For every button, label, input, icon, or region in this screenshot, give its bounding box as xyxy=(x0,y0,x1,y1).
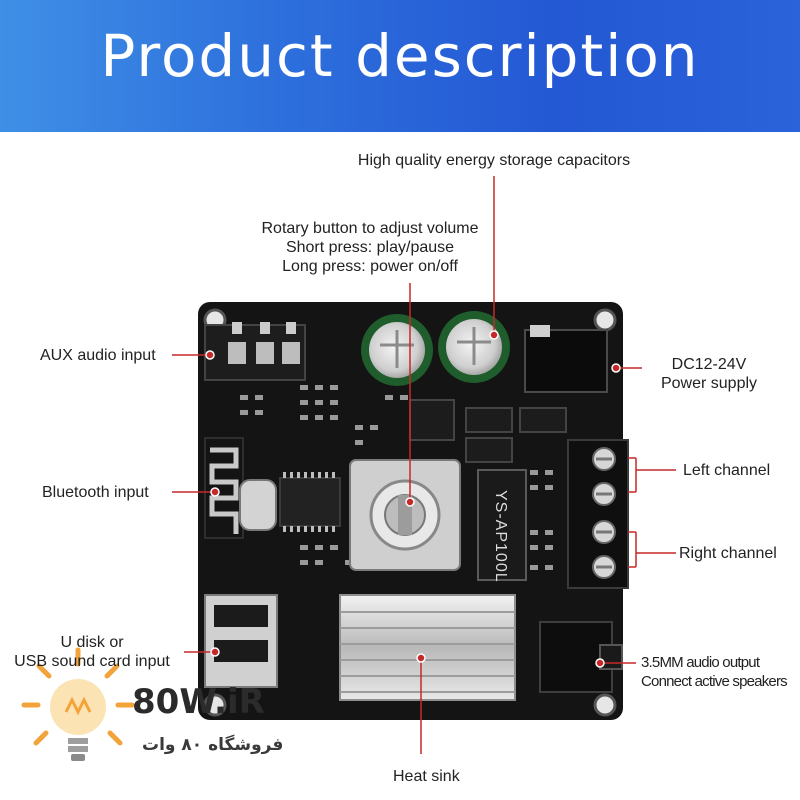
label-rotary-line3: Long press: power on/off xyxy=(282,258,458,275)
capacitor-left xyxy=(361,314,433,386)
speaker-terminals xyxy=(567,439,629,589)
label-udisk-line2: USB sound card input xyxy=(14,653,170,670)
label-usb-input: U disk or USB sound card input xyxy=(6,633,178,671)
label-audio-out-line1: 3.5MM audio output xyxy=(641,654,760,671)
mount-hole-bl xyxy=(203,693,227,717)
label-dc-power: DC12-24V Power supply xyxy=(646,355,772,393)
label-rotary-line2: Short press: play/pause xyxy=(285,239,455,256)
label-aux: AUX audio input xyxy=(40,347,156,364)
heat-sink xyxy=(339,594,516,701)
logo-tagline: فروشگاه ۸۰ وات xyxy=(142,735,284,755)
pointer-lines xyxy=(172,176,676,754)
label-bluetooth: Bluetooth input xyxy=(42,484,149,501)
amplifier-chip xyxy=(477,469,527,581)
mount-hole-br xyxy=(593,693,617,717)
logo-brand: 80W.iR xyxy=(132,682,265,722)
lightbulb-icon xyxy=(21,647,135,761)
label-capacitors: High quality energy storage capacitors xyxy=(357,152,631,169)
label-dc-line1: DC12-24V xyxy=(671,356,747,373)
bluetooth-chip xyxy=(279,477,341,527)
header-banner: Product description xyxy=(0,0,800,132)
label-right-channel: Right channel xyxy=(679,545,777,562)
aux-jack xyxy=(204,324,306,381)
label-rotary-line1: Rotary button to adjust volume xyxy=(261,220,479,237)
label-audio-out-line2: Connect active speakers xyxy=(641,673,788,690)
label-audio-output: 3.5MM audio output Connect active speake… xyxy=(641,653,788,691)
label-left-channel: Left channel xyxy=(683,462,771,479)
bluetooth-antenna xyxy=(209,447,239,534)
chip-marking: YS-AP100L xyxy=(492,490,509,583)
label-udisk-line1: U disk or xyxy=(60,634,124,651)
mount-hole-tr xyxy=(593,308,617,332)
page-title: Product description xyxy=(100,22,700,90)
label-dc-line2: Power supply xyxy=(660,375,758,392)
dc-power-jack xyxy=(524,329,608,393)
label-heat-sink: Heat sink xyxy=(393,768,460,785)
capacitor-right xyxy=(438,311,510,383)
crystal xyxy=(239,479,277,531)
label-rotary-button: Rotary button to adjust volume Short pre… xyxy=(240,219,500,276)
